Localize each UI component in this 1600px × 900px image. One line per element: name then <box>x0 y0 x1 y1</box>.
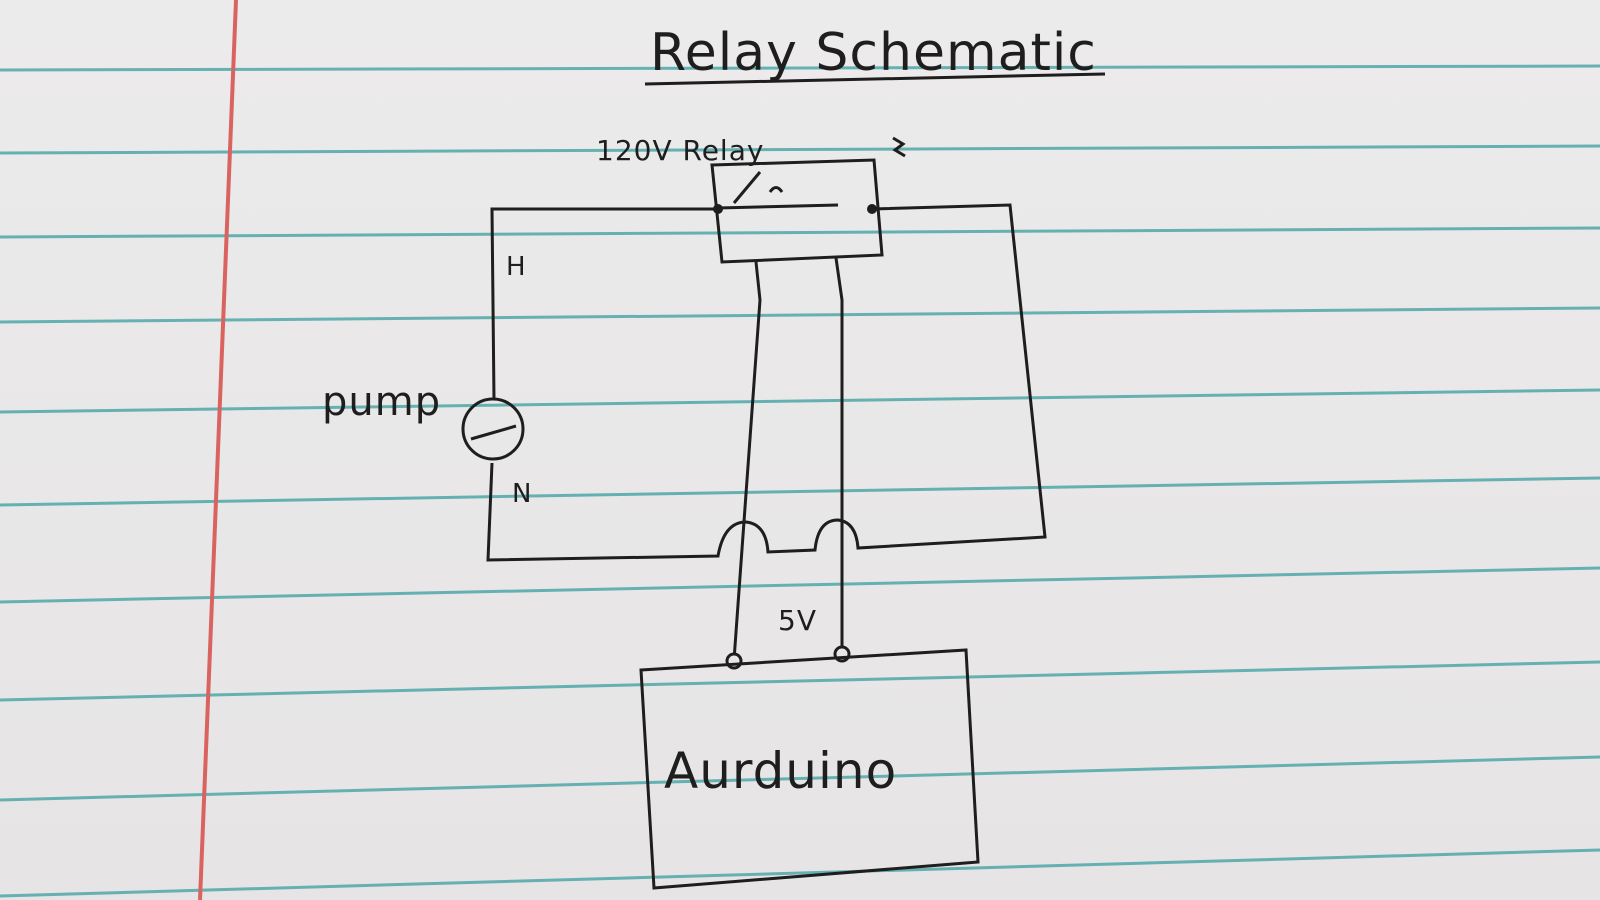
rule-line <box>0 64 1600 72</box>
rule-line <box>0 660 1600 702</box>
rule-line <box>0 226 1600 239</box>
relay-label: 120V Relay <box>596 134 764 167</box>
hot-wire <box>490 207 718 401</box>
rule-line <box>0 306 1600 324</box>
control-voltage-label: 5V <box>778 604 817 637</box>
rule-line <box>0 566 1600 604</box>
title-underline <box>644 72 1106 86</box>
pump-symbol-stroke <box>470 424 517 441</box>
relay-coil-mark <box>768 186 784 193</box>
rule-line <box>0 848 1600 898</box>
control-wire-left <box>732 261 762 661</box>
margin-line <box>198 0 238 900</box>
neutral-wire <box>486 203 1047 562</box>
relay-contact-line <box>717 203 839 210</box>
relay-switch-arm <box>732 171 762 204</box>
pump-symbol <box>461 397 525 461</box>
rule-line <box>0 755 1600 802</box>
controller-label: Aurduino <box>664 742 897 800</box>
control-wire-right <box>834 257 844 653</box>
relay-box <box>710 158 884 264</box>
rule-line <box>0 144 1600 155</box>
ruled-lines <box>0 64 1600 898</box>
hot-label: H <box>506 252 527 282</box>
page-title: Relay Schematic <box>650 23 1097 83</box>
rule-line <box>0 388 1600 414</box>
relay-mark <box>892 136 906 158</box>
neutral-label: N <box>512 479 532 509</box>
rule-line <box>0 476 1600 507</box>
pump-label: pump <box>322 379 441 425</box>
controller-box <box>639 648 980 890</box>
